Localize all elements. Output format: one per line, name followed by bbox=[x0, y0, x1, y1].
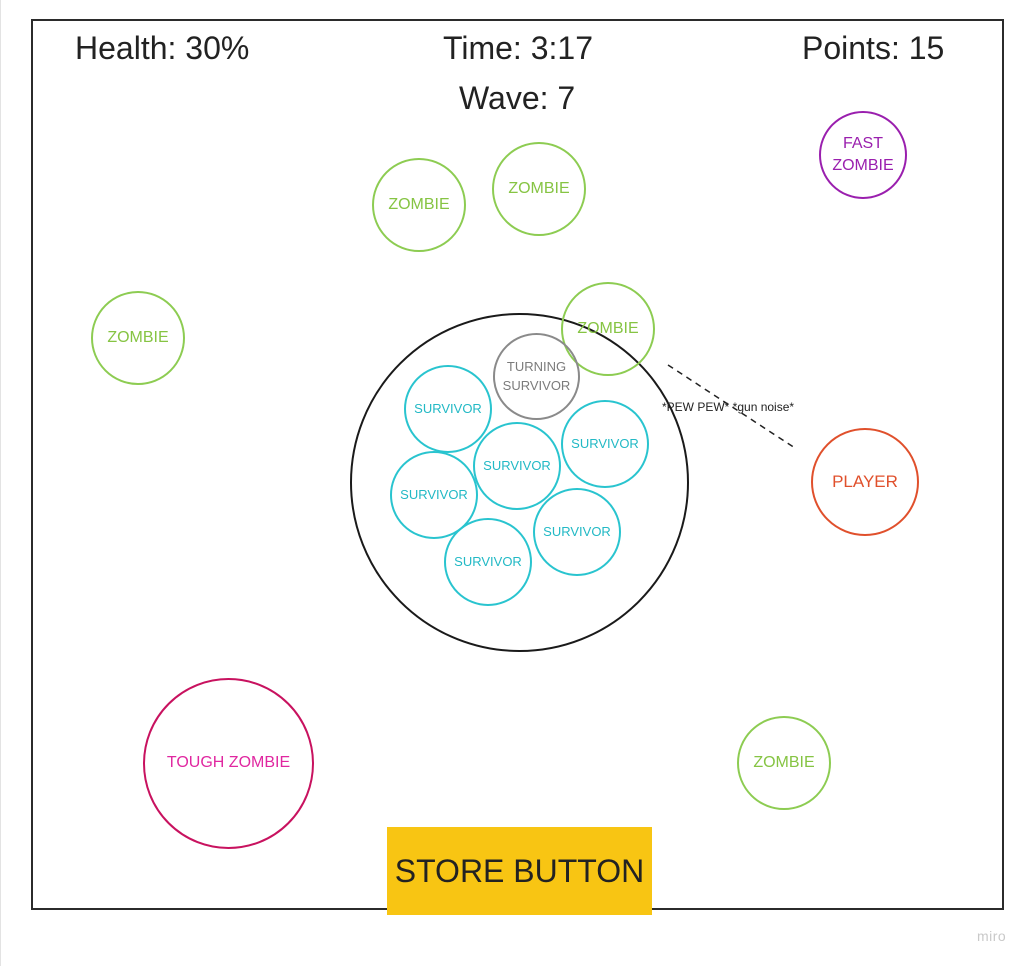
survivor-label: SURVIVOR bbox=[400, 486, 468, 502]
survivor[interactable]: SURVIVOR bbox=[404, 365, 492, 453]
zombie[interactable]: ZOMBIE bbox=[737, 716, 831, 810]
turning-survivor-label-line1: TURNING bbox=[506, 358, 567, 374]
survivor-label: SURVIVOR bbox=[571, 435, 639, 451]
survivor-label: SURVIVOR bbox=[454, 553, 522, 569]
zombie[interactable]: ZOMBIE bbox=[372, 158, 466, 252]
turning-survivor[interactable]: TURNING SURVIVOR bbox=[493, 333, 580, 420]
zombie[interactable]: ZOMBIE bbox=[492, 142, 586, 236]
zombie[interactable]: ZOMBIE bbox=[91, 291, 185, 385]
health-readout: Health: 30% bbox=[75, 30, 250, 66]
survivor[interactable]: SURVIVOR bbox=[390, 451, 478, 539]
turning-survivor-label-line2: SURVIVOR bbox=[502, 377, 571, 393]
fast-zombie-label-line1: FAST bbox=[842, 135, 883, 153]
zombie-label: ZOMBIE bbox=[107, 328, 169, 346]
gun-noise-text: *PEW PEW* *gun noise* bbox=[662, 400, 795, 414]
survivor-label: SURVIVOR bbox=[543, 523, 611, 539]
survivor[interactable]: SURVIVOR bbox=[533, 488, 621, 576]
survivor[interactable]: SURVIVOR bbox=[561, 400, 649, 488]
player[interactable]: PLAYER bbox=[811, 428, 919, 536]
survivor[interactable]: SURVIVOR bbox=[444, 518, 532, 606]
survivor-label: SURVIVOR bbox=[483, 457, 551, 473]
canvas-edge bbox=[0, 0, 1, 966]
player-label: PLAYER bbox=[832, 472, 898, 492]
miro-watermark: miro bbox=[977, 928, 1007, 944]
survivor-label: SURVIVOR bbox=[414, 400, 482, 416]
survivor[interactable]: SURVIVOR bbox=[473, 422, 561, 510]
fast-zombie[interactable]: FAST ZOMBIE bbox=[819, 111, 907, 199]
zombie-label: ZOMBIE bbox=[388, 195, 450, 213]
zombie[interactable]: ZOMBIE bbox=[561, 282, 655, 376]
tough-zombie[interactable]: TOUGH ZOMBIE bbox=[143, 678, 314, 849]
survivor-safe-zone bbox=[350, 313, 689, 652]
store-button[interactable]: STORE BUTTON bbox=[387, 827, 652, 915]
time-readout: Time: 3:17 bbox=[443, 30, 593, 66]
points-readout: Points: 15 bbox=[802, 30, 945, 66]
fast-zombie-label-line2: ZOMBIE bbox=[832, 157, 894, 174]
wave-readout: Wave: 7 bbox=[459, 80, 576, 116]
zombie-label: ZOMBIE bbox=[753, 753, 815, 771]
zombie-label: ZOMBIE bbox=[577, 319, 639, 337]
tough-zombie-label: TOUGH ZOMBIE bbox=[166, 754, 291, 772]
zombie-label: ZOMBIE bbox=[508, 179, 570, 197]
